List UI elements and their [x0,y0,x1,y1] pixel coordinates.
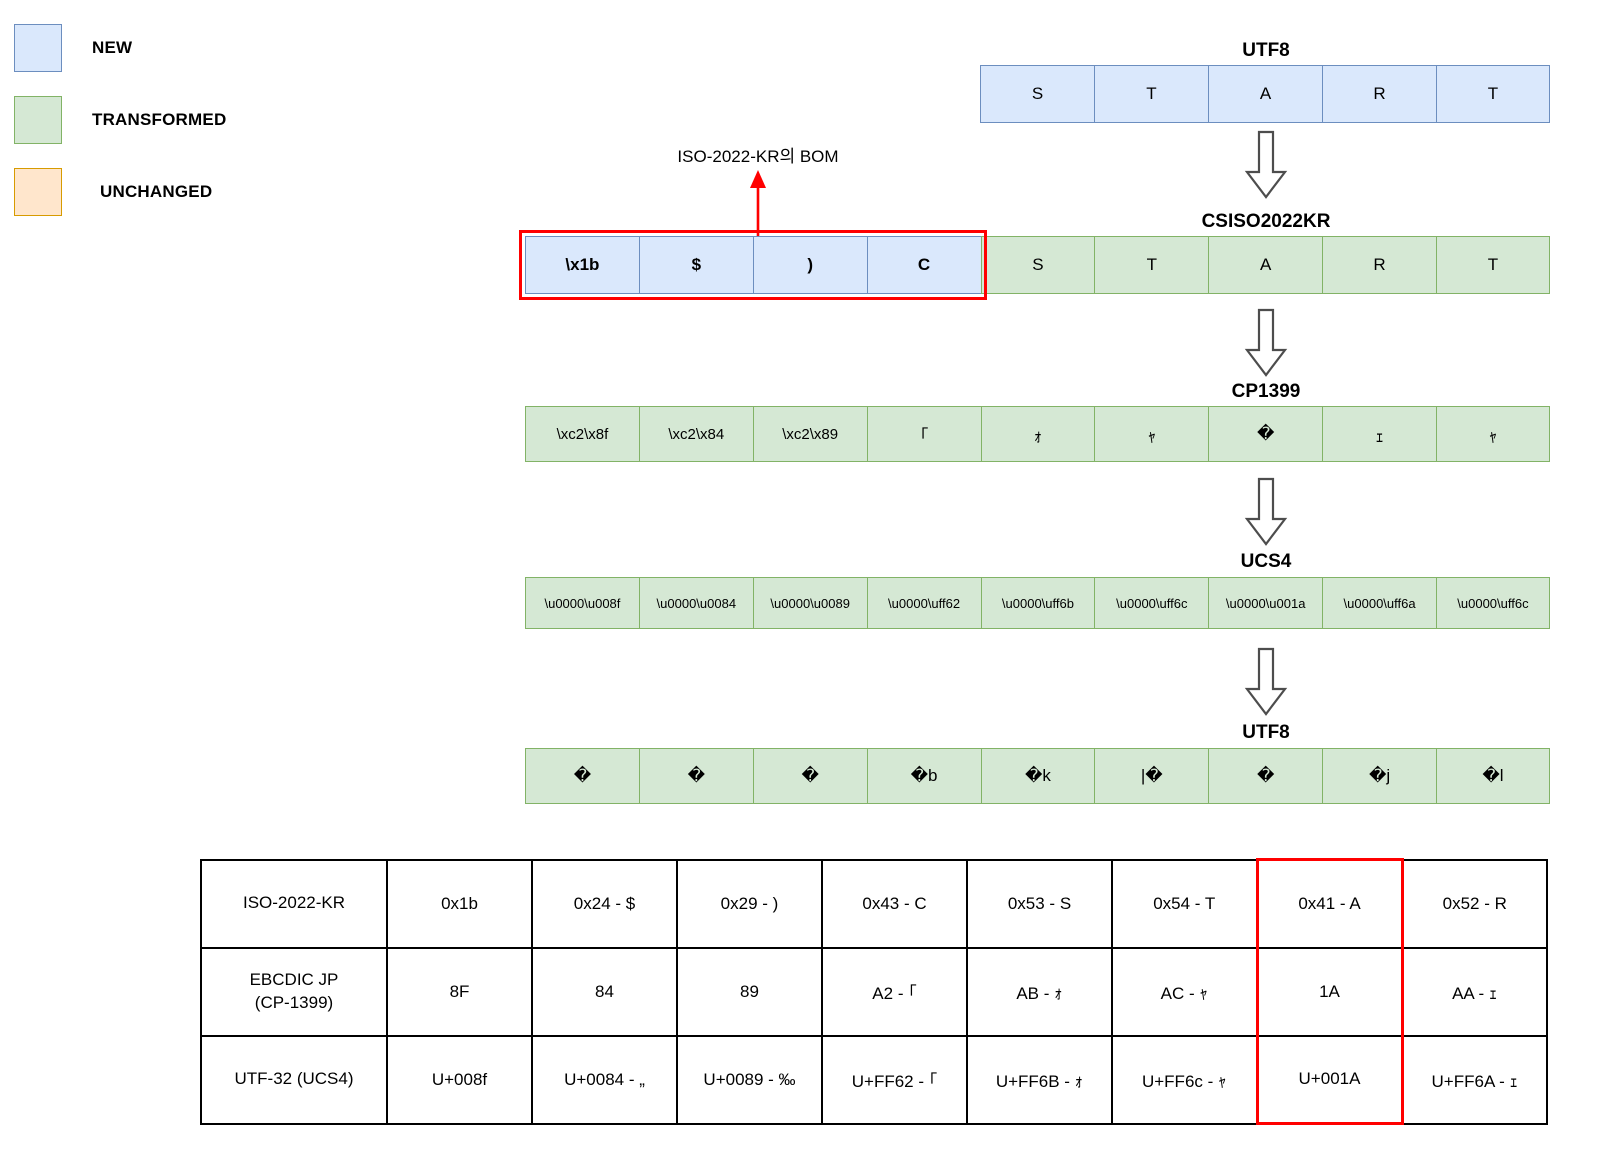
flow-cell: �b [866,748,981,804]
legend-label-transformed: TRANSFORMED [92,110,227,129]
bom-annotation-label: ISO-2022-KR의 BOM [677,147,839,166]
flow-cell: \u0000\uff62 [866,577,981,629]
table-cell: U+FF6B - ｫ [966,1034,1113,1125]
flow-cell: |� [1094,748,1209,804]
legend-swatch-transformed-icon [14,96,62,144]
row-title-utf8-result: UTF8 [1242,722,1290,743]
flow-cell: ｬ [1436,406,1550,462]
flow-cell: \xc2\x8f [525,406,639,462]
flow-cell: \u0000\u0089 [752,577,867,629]
row-title-ucs4: UCS4 [1240,551,1292,572]
flow-cell: \u0000\uff6c [1436,577,1550,629]
table-row-header: EBCDIC JP(CP-1399) [200,946,388,1037]
legend-item-transformed: TRANSFORMED [14,84,394,156]
row-title-csiso2022kr: CSISO2022KR [1201,211,1331,232]
table-cell: U+008f [386,1034,533,1125]
arrow-down-icon-4 [1244,647,1288,716]
table-cell: U+0084 - „ [531,1034,678,1125]
flow-cell: $ [638,236,753,294]
arrow-down-icon-2 [1244,308,1288,377]
flow-cell: T [1094,65,1208,123]
row-cells-utf8-result: ����b�k|���j�l [525,748,1550,804]
flow-cell: ｢ [866,406,981,462]
flow-cell: � [525,748,639,804]
table-cell: 0x52 - R [1401,858,1548,949]
flow-cell: \xc2\x89 [752,406,867,462]
flow-cell: C [866,236,981,294]
legend-item-new: NEW [14,12,394,84]
table-cell: 0x24 - $ [531,858,678,949]
flow-cell: \u0000\u001a [1208,577,1323,629]
flow-cell: T [1436,65,1550,123]
flow-cell: T [1436,236,1550,294]
flow-cell: T [1094,236,1209,294]
flow-cell: ｬ [1094,406,1209,462]
table-cell: AC - ｬ [1111,946,1258,1037]
row-cells-cp1399: \xc2\x8f\xc2\x84\xc2\x89｢ｫｬ�ｪｬ [525,406,1550,462]
legend-swatch-new-icon [14,24,62,72]
flow-cell: \u0000\uff6b [980,577,1095,629]
flow-cell: A [1208,65,1322,123]
flow-cell: � [1208,406,1323,462]
row-title-utf8-source: UTF8 [1242,40,1290,61]
table-cell: U+FF6A - ｪ [1401,1034,1548,1125]
flow-cell: � [752,748,867,804]
flow-cell: \u0000\uff6a [1322,577,1436,629]
table-cell: 89 [676,946,823,1037]
table-cell: U+001A [1255,1034,1404,1125]
flow-cell: S [980,236,1095,294]
arrow-down-icon-1 [1244,130,1288,199]
flow-cell: A [1208,236,1323,294]
row-title-cp1399: CP1399 [1231,381,1301,402]
flow-cell: �k [980,748,1095,804]
legend-label-unchanged: UNCHANGED [100,182,213,201]
flow-cell: \x1b [525,236,639,294]
table-cell: AA - ｪ [1401,946,1548,1037]
arrow-down-icon-3 [1244,477,1288,546]
flow-cell: \u0000\u008f [525,577,639,629]
flow-cell: \u0000\uff6c [1094,577,1209,629]
flow-cell: ) [752,236,867,294]
table-cell: 0x29 - ) [676,858,823,949]
flow-cell: ｫ [980,406,1095,462]
table-cell: 0x41 - A [1255,858,1404,949]
table-cell: AB - ｫ [966,946,1113,1037]
flow-cell: ｪ [1322,406,1436,462]
legend: NEW TRANSFORMED UNCHANGED [14,12,394,228]
table-cell: 8F [386,946,533,1037]
flow-cell: R [1322,65,1436,123]
legend-item-unchanged: UNCHANGED [14,156,394,228]
table-cell: A2 - ｢ [821,946,968,1037]
row-cells-ucs4: \u0000\u008f\u0000\u0084\u0000\u0089\u00… [525,577,1550,629]
bom-leader-arrow-icon [750,170,766,238]
legend-swatch-unchanged-icon [14,168,62,216]
legend-label-new: NEW [92,38,133,57]
flow-cell: � [1208,748,1323,804]
flow-cell: \xc2\x84 [638,406,753,462]
table-cell: U+FF62 - ｢ [821,1034,968,1125]
table-cell: 0x54 - T [1111,858,1258,949]
flow-cell: �j [1322,748,1436,804]
flow-cell: R [1322,236,1436,294]
flow-cell: � [638,748,753,804]
table-cell: U+0089 - ‰ [676,1034,823,1125]
table-row-header: UTF-32 (UCS4) [200,1034,388,1125]
table-row-header: ISO-2022-KR [200,858,388,949]
table-cell: 1A [1255,946,1404,1037]
table-cell: 0x43 - C [821,858,968,949]
flow-cell: S [980,65,1094,123]
table-cell: 84 [531,946,678,1037]
table-cell: 0x1b [386,858,533,949]
flow-cell: \u0000\u0084 [638,577,753,629]
table-cell: U+FF6c - ｬ [1111,1034,1258,1125]
flow-cell: �l [1436,748,1550,804]
table-cell: 0x53 - S [966,858,1113,949]
